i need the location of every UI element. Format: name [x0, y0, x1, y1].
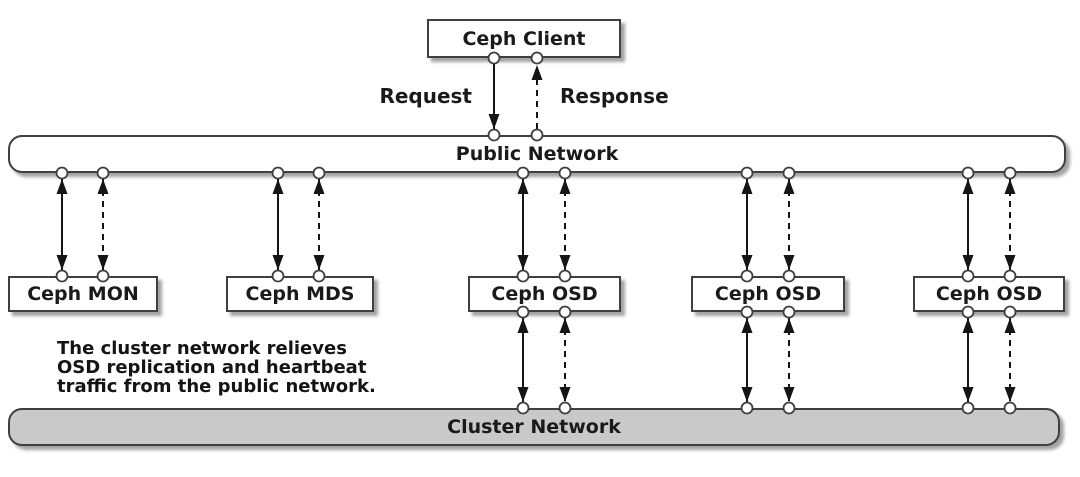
node-ceph-osd-3: Ceph OSD — [913, 276, 1065, 312]
node-ceph-osd-3-label: Ceph OSD — [935, 283, 1043, 305]
node-ceph-client: Ceph Client — [427, 19, 621, 58]
node-ceph-mds: Ceph MDS — [226, 276, 374, 312]
public-network-bar: Public Network — [8, 135, 1066, 173]
node-ceph-mon: Ceph MON — [8, 276, 158, 312]
cluster-network-label: Cluster Network — [447, 416, 621, 438]
node-ceph-osd-2: Ceph OSD — [691, 276, 845, 312]
public-network-label: Public Network — [455, 143, 619, 165]
note-line-2: OSD replication and heartbeat — [57, 357, 367, 378]
node-ceph-mon-label: Ceph MON — [27, 283, 139, 305]
response-arrow-label: Response — [560, 84, 669, 108]
node-ceph-osd-1: Ceph OSD — [468, 276, 621, 312]
node-ceph-mds-label: Ceph MDS — [245, 283, 355, 305]
note-line-3: traffic from the public network. — [57, 376, 376, 397]
node-ceph-client-label: Ceph Client — [462, 27, 586, 50]
node-ceph-osd-1-label: Ceph OSD — [491, 283, 598, 305]
request-arrow-label: Request — [379, 84, 472, 108]
cluster-network-note: The cluster network relieves OSD replica… — [57, 339, 376, 396]
node-ceph-osd-2-label: Ceph OSD — [714, 283, 822, 305]
note-line-1: The cluster network relieves — [57, 338, 347, 359]
cluster-network-bar: Cluster Network — [8, 408, 1060, 446]
